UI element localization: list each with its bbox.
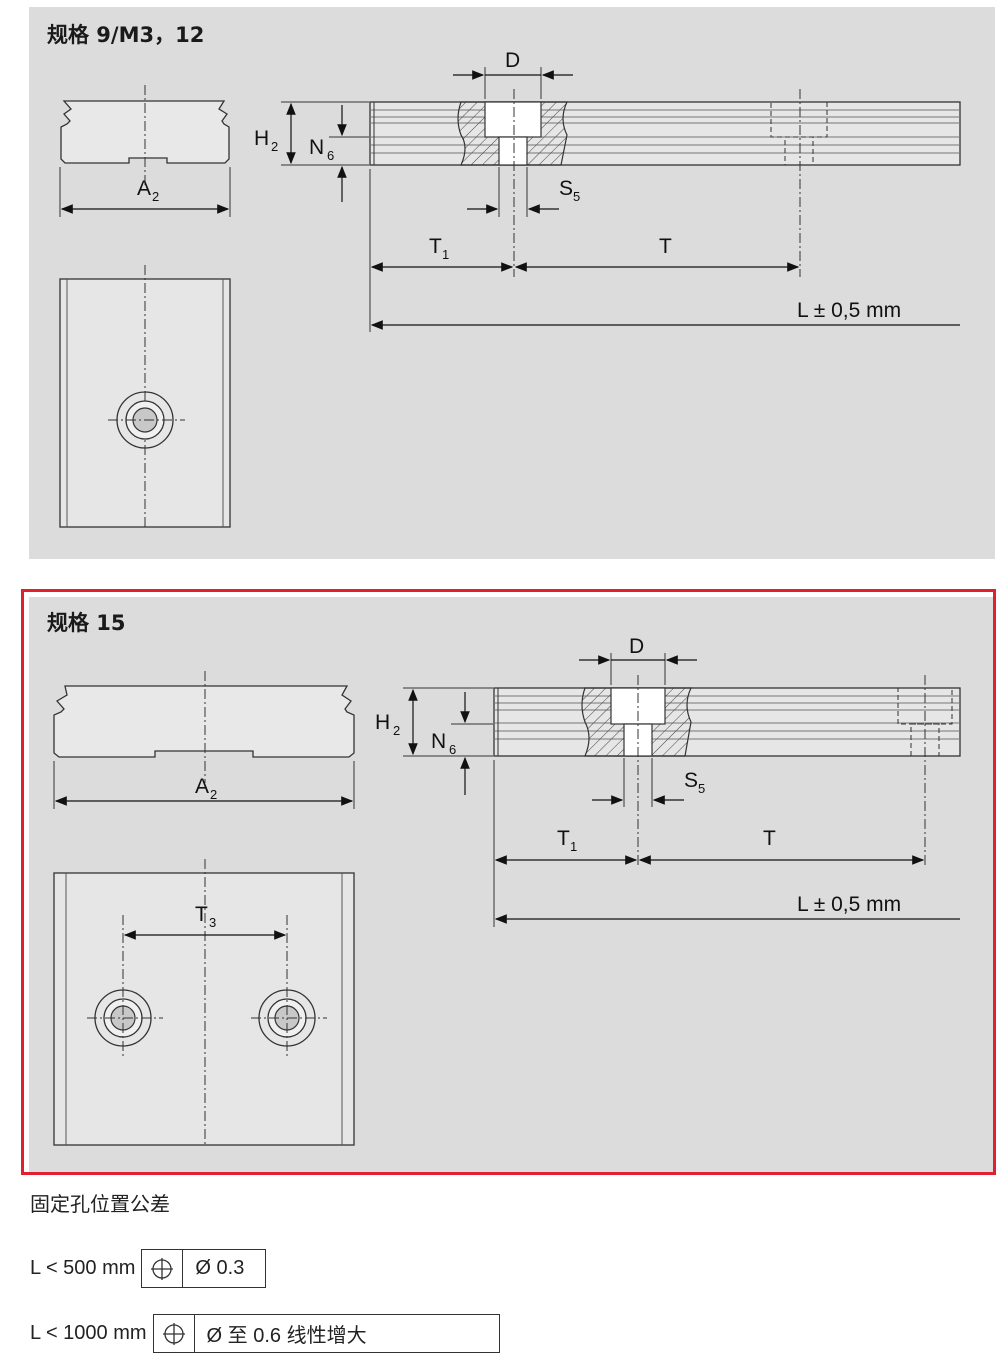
position-tolerance-frame: Ø 至 0.6 线性增大 [152, 1314, 500, 1353]
label-t: T [763, 827, 776, 850]
mounting-hole-icon [251, 915, 327, 1059]
label-h2-sub: 2 [393, 723, 400, 738]
label-s5: S [684, 769, 698, 792]
label-t3-sub: 3 [209, 915, 216, 930]
label-length: L ± 0,5 mm [797, 893, 901, 916]
drawing-panel-size-15: 规格 15 A 2 [29, 597, 995, 1175]
tolerance-length-label: L < 1000 mm [30, 1322, 147, 1344]
mounting-hole-icon [87, 915, 163, 1059]
label-d: D [629, 635, 644, 658]
rail-cross-section [60, 100, 230, 164]
tolerance-row: L < 500 mm Ø 0.3 [30, 1249, 267, 1288]
tolerance-value: Ø 0.3 [195, 1257, 245, 1279]
tolerance-row: L < 1000 mm Ø 至 0.6 线性增大 [30, 1314, 500, 1353]
rail-cross-section [53, 685, 355, 758]
label-t1-sub: 1 [442, 247, 449, 262]
rail-side-view [493, 687, 961, 757]
label-n6-sub: 6 [327, 148, 334, 163]
panel-title: 规格 15 [47, 611, 126, 635]
label-t: T [659, 235, 672, 258]
label-t1-sub: 1 [570, 839, 577, 854]
drawing-panel-size-9-12: 规格 9/M3，12 A 2 [29, 7, 995, 559]
label-n6: N [309, 136, 324, 159]
label-t1: T [557, 827, 570, 850]
tolerance-value: Ø 至 0.6 线性增大 [206, 1325, 367, 1347]
rail-drawing-1: A 2 [59, 49, 961, 528]
label-n6: N [431, 730, 446, 753]
tolerance-caption: 固定孔位置公差 [30, 1192, 170, 1216]
label-d: D [505, 49, 520, 72]
label-a2: A [195, 775, 209, 798]
label-a2: A [137, 177, 151, 200]
label-t3: T [195, 903, 208, 926]
label-s5: S [559, 177, 573, 200]
tolerance-length-label: L < 500 mm [30, 1257, 136, 1279]
label-s5-sub: 5 [698, 781, 705, 796]
label-h2: H [375, 711, 390, 734]
label-s5-sub: 5 [573, 189, 580, 204]
position-tolerance-frame: Ø 0.3 [141, 1249, 267, 1288]
rail-side-view [369, 101, 961, 166]
label-h2: H [254, 127, 269, 150]
label-h2-sub: 2 [271, 139, 278, 154]
panel-title: 规格 9/M3，12 [47, 23, 205, 47]
label-a2-sub: 2 [152, 189, 159, 204]
highlight-frame [21, 589, 996, 1175]
position-symbol-icon [142, 1250, 184, 1287]
position-symbol-icon [154, 1315, 195, 1352]
label-t1: T [429, 235, 442, 258]
mounting-hole-icon [108, 391, 185, 449]
label-n6-sub: 6 [449, 742, 456, 757]
label-length: L ± 0,5 mm [797, 299, 901, 322]
rail-drawing-2: A 2 T 3 [53, 635, 961, 1146]
label-a2-sub: 2 [210, 787, 217, 802]
